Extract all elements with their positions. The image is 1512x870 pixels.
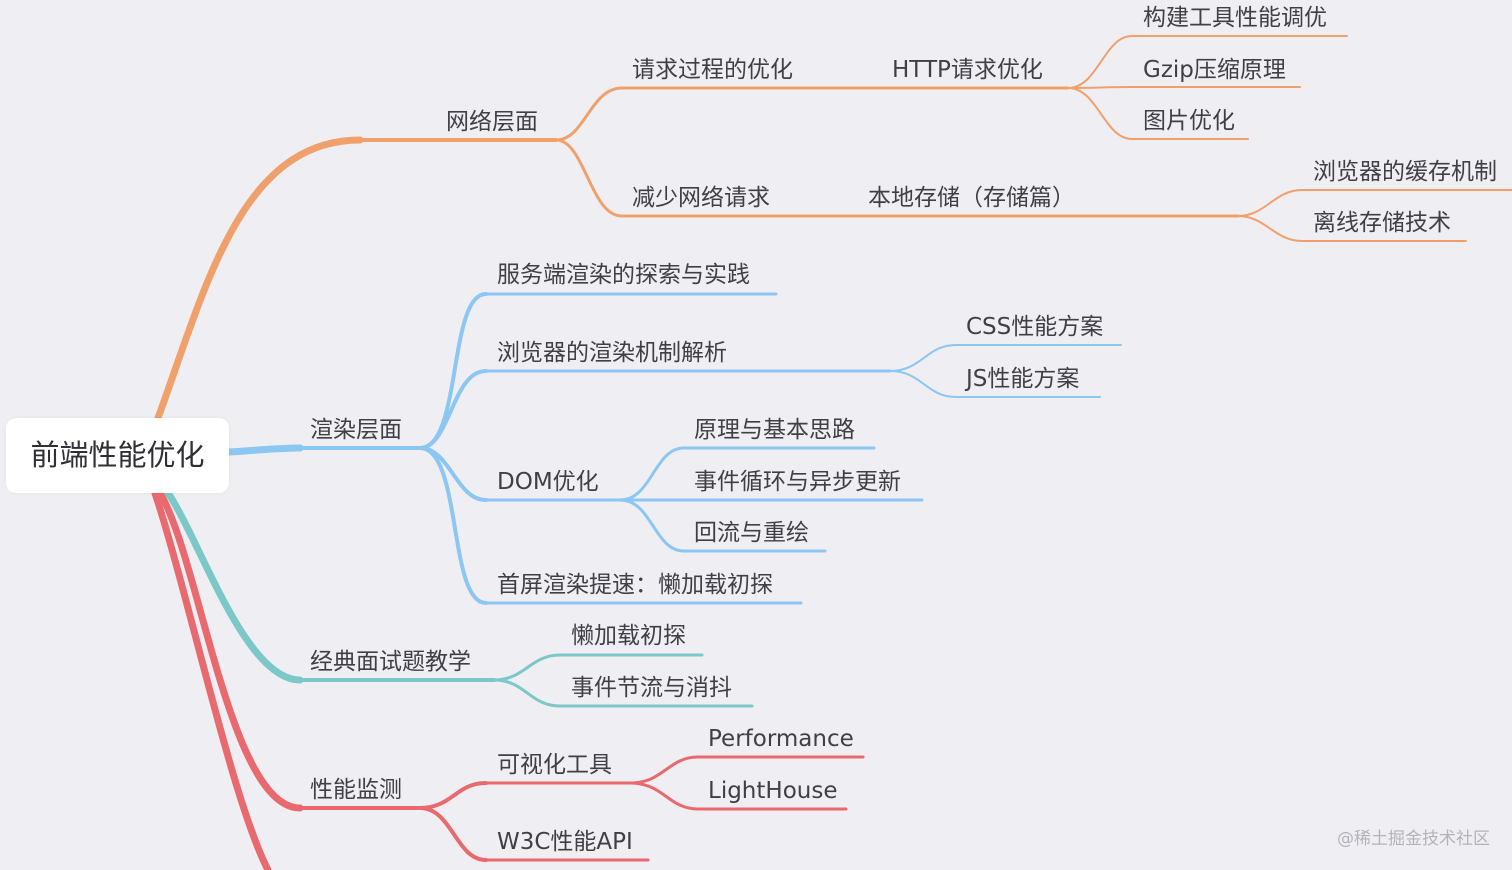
node-network[interactable]: 网络层面 xyxy=(446,109,538,135)
node-render[interactable]: 渲染层面 xyxy=(310,417,402,443)
node-image[interactable]: 图片优化 xyxy=(1143,108,1235,134)
node-reduce-requests[interactable]: 减少网络请求 xyxy=(632,185,770,211)
connector-visual-lighthouse xyxy=(628,781,700,811)
connector-http-gzip xyxy=(1067,86,1133,89)
node-principle[interactable]: 原理与基本思路 xyxy=(694,417,855,443)
node-browser-render[interactable]: 浏览器的渲染机制解析 xyxy=(497,340,727,366)
connector-interview-throttle xyxy=(492,678,562,708)
node-offline-storage[interactable]: 离线存储技术 xyxy=(1313,210,1451,236)
connector-interview-lazy xyxy=(492,653,562,682)
node-reflow[interactable]: 回流与重绘 xyxy=(694,520,809,546)
root-node[interactable]: 前端性能优化 xyxy=(6,418,229,493)
node-build-tools[interactable]: 构建工具性能调优 xyxy=(1143,5,1327,31)
node-event-loop[interactable]: 事件循环与异步更新 xyxy=(694,469,901,495)
connector-root-offscreen xyxy=(151,489,272,870)
connector-browser-css xyxy=(889,344,957,372)
node-dom[interactable]: DOM优化 xyxy=(497,469,599,495)
node-css[interactable]: CSS性能方案 xyxy=(966,314,1104,340)
connector-root-interview xyxy=(164,489,304,684)
connector-browser-js xyxy=(889,370,957,398)
node-lazy-load[interactable]: 懒加载初探 xyxy=(571,623,686,649)
node-monitor[interactable]: 性能监测 xyxy=(310,777,402,803)
connector-storage-offline xyxy=(1237,215,1303,242)
node-lighthouse[interactable]: LightHouse xyxy=(708,778,838,804)
node-local-storage[interactable]: 本地存储（存储篇） xyxy=(868,185,1075,211)
connector-network-reduce xyxy=(554,138,624,218)
connector-http-build xyxy=(1067,35,1133,89)
connector-visual-performance xyxy=(628,755,700,785)
connector-render-first xyxy=(418,446,488,605)
node-browser-cache[interactable]: 浏览器的缓存机制 xyxy=(1313,159,1497,185)
connector-http-image xyxy=(1067,87,1133,140)
connector-root-monitor xyxy=(156,489,304,812)
watermark: @稀土掘金技术社区 xyxy=(1337,829,1490,849)
node-request-process[interactable]: 请求过程的优化 xyxy=(632,57,793,83)
connector-root-render xyxy=(225,444,304,456)
node-visual-tools[interactable]: 可视化工具 xyxy=(497,752,612,778)
connector-monitor-visual xyxy=(418,781,488,810)
connector-dom-reflow xyxy=(618,498,686,553)
root-label: 前端性能优化 xyxy=(30,438,205,472)
node-throttle[interactable]: 事件节流与消抖 xyxy=(571,675,732,701)
node-gzip[interactable]: Gzip压缩原理 xyxy=(1143,57,1286,83)
node-w3c-api[interactable]: W3C性能API xyxy=(497,829,633,855)
connector-storage-cache xyxy=(1237,189,1303,217)
node-first-screen[interactable]: 首屏渲染提速：懒加载初探 xyxy=(497,572,773,598)
connector-render-dom xyxy=(418,446,488,502)
connector-root-network xyxy=(154,136,364,422)
connector-render-browser xyxy=(418,369,488,450)
node-interview[interactable]: 经典面试题教学 xyxy=(310,649,471,675)
node-ssr[interactable]: 服务端渲染的探索与实践 xyxy=(497,262,750,288)
connector-monitor-w3c xyxy=(418,806,488,862)
node-performance[interactable]: Performance xyxy=(708,726,854,752)
node-js[interactable]: JS性能方案 xyxy=(966,366,1080,392)
connector-network-request xyxy=(554,86,624,142)
connector-render-ssr xyxy=(418,292,488,450)
node-http-optimization[interactable]: HTTP请求优化 xyxy=(892,57,1043,83)
connector-dom-principle xyxy=(618,446,686,502)
